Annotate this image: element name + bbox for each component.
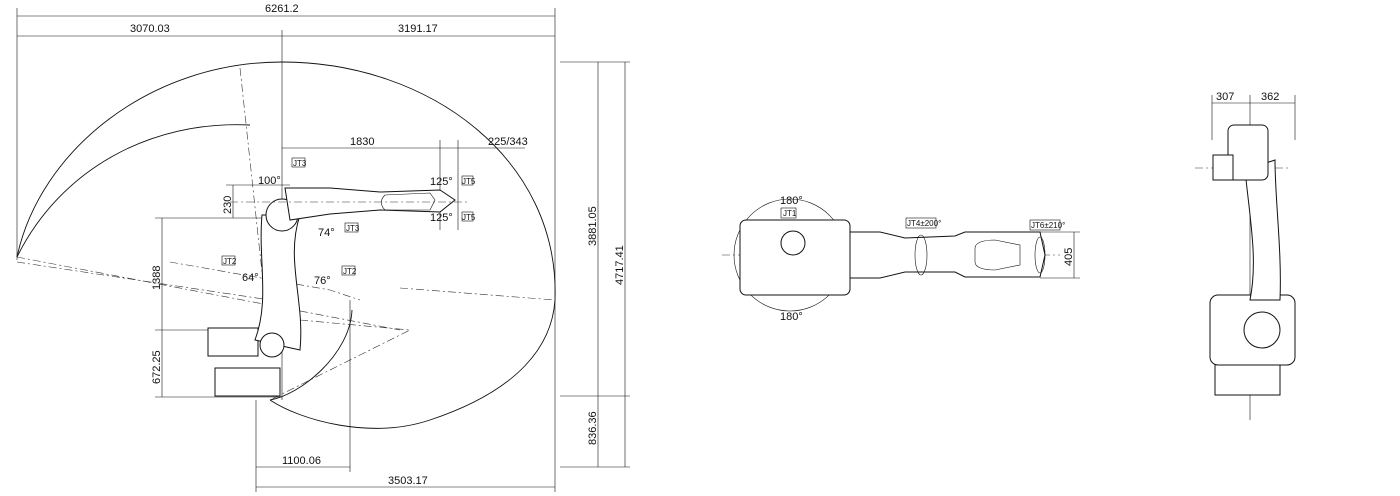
- work-envelope-inner: [16, 124, 251, 258]
- dim-front-reach: 3191.17: [398, 23, 438, 35]
- dim-wrist-offset: 225/343: [488, 136, 528, 148]
- joint-tag-boxes: [221, 157, 474, 276]
- tag-jt1: JT1: [783, 209, 797, 218]
- tag-jt4: JT4±200°: [907, 219, 941, 228]
- dim-rear-right: 362: [1261, 91, 1279, 103]
- dim-total-height: 4717.41: [614, 245, 626, 285]
- dim-below-base: 836.36: [587, 411, 599, 445]
- jt1-minus: 180°: [780, 311, 803, 323]
- tag-jt3: JT3: [346, 224, 360, 233]
- dim-rear-reach: 3070.03: [130, 23, 170, 35]
- top-view: 180° JT1 180° JT4±200° JT6±210° 405: [722, 195, 1080, 323]
- tag-jt6: JT6±210°: [1031, 221, 1065, 230]
- tag-jt5: JT5: [462, 213, 476, 222]
- jt1-plus: 180°: [780, 195, 803, 207]
- dim-max-height: 3881.05: [587, 206, 599, 246]
- dim-lower-reach: 3503.17: [388, 475, 428, 487]
- angle-jt5-up: 125°: [430, 176, 453, 188]
- dim-arm-length: 1830: [350, 136, 374, 148]
- angle-jt3-up: 100°: [258, 175, 281, 187]
- tag-jt5: JT5: [462, 177, 476, 186]
- dim-wrist-width: 405: [1063, 248, 1075, 266]
- tag-jt3: JT3: [293, 159, 307, 168]
- dim-inner-reach: 1100.06: [282, 455, 321, 467]
- work-envelope-outer: [16, 61, 556, 429]
- angle-jt2-back: 64°: [242, 272, 259, 284]
- dim-base-height: 672.25: [151, 350, 163, 384]
- rear-view: 307 362: [1195, 91, 1296, 420]
- angle-jt2-front: 76°: [314, 275, 331, 287]
- side-view: 6261.2 3070.03 3191.17 1830 225/343 3881…: [16, 3, 630, 492]
- dim-shoulder-height: 1388: [151, 266, 163, 290]
- dim-forearm-offset: 230: [222, 196, 234, 214]
- envelope-centerlines: [16, 67, 556, 401]
- tag-jt2: JT2: [343, 267, 357, 276]
- robot-side: [207, 187, 470, 397]
- angle-jt3-down: 74°: [318, 227, 335, 239]
- dimension-lines: [16, 8, 630, 492]
- dim-total-width: 6261.2: [265, 3, 299, 15]
- angle-jt5-down: 125°: [430, 212, 453, 224]
- dim-rear-left: 307: [1216, 91, 1234, 103]
- tag-jt2: JT2: [223, 257, 237, 266]
